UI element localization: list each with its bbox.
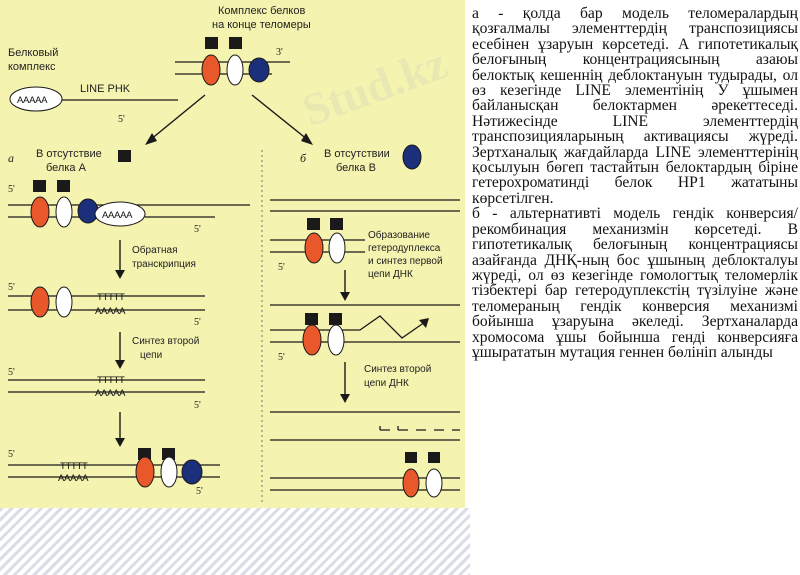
black-protein [428, 452, 440, 463]
aaaa-sequence: AAAAA [95, 306, 126, 317]
prime-label: 5' [8, 367, 15, 378]
prime-label: 5' [8, 449, 15, 460]
orange-protein [30, 196, 50, 228]
prime-label: 5' [196, 486, 203, 497]
black-protein [305, 313, 318, 325]
tttt-sequence: TTTTT [60, 461, 88, 472]
prime-label: 5' [8, 184, 15, 195]
aaaa-sequence: AAAAA [17, 95, 48, 106]
branch-arrow-b [251, 94, 309, 141]
arrowhead [419, 318, 429, 328]
white-protein [55, 196, 73, 228]
protein-complex-oval [94, 201, 146, 227]
black-protein [307, 218, 320, 230]
left-label-line1: Белковый [8, 47, 58, 59]
branch-a-title-line1: В отсутствие [36, 148, 102, 160]
black-protein [329, 313, 342, 325]
prime-label: 5' [194, 224, 201, 235]
white-protein [327, 324, 345, 356]
dna-second-line2: цепи ДНК [364, 378, 409, 389]
second-strand-line2: цепи [140, 350, 162, 361]
black-protein [138, 448, 151, 460]
black-protein [405, 452, 417, 463]
arrowhead [145, 133, 157, 145]
prime-label: 5' [278, 352, 285, 363]
top-label-line2: на конце теломеры [212, 19, 311, 31]
arrowhead [115, 360, 125, 369]
line-rna-label: LINE PHK [80, 83, 131, 95]
hetero-line2: гетеродуплекса [368, 243, 441, 254]
arrowhead [301, 133, 313, 145]
branch-arrow-a [149, 94, 206, 141]
paragraph-b: б - альтернативті модель гендік конверси… [472, 205, 798, 361]
dna-second-line1: Синтез второй [364, 364, 431, 375]
prime-label: 5' [118, 114, 125, 125]
white-protein [55, 286, 73, 318]
paragraph-a: а - қолда бар модель теломералардың қозғ… [472, 5, 798, 207]
tttt-sequence: TTTTT [97, 292, 125, 303]
white-protein [328, 232, 346, 264]
branch-a-title-line2: белка А [46, 162, 87, 174]
black-protein [33, 180, 46, 192]
top-label-line1: Комплекс белков [218, 5, 305, 17]
black-protein [57, 180, 70, 192]
navy-protein [248, 57, 270, 83]
telomere-model-figure: Комплекс белков на конце теломеры 3' Бел… [0, 0, 465, 510]
navy-protein [77, 198, 99, 224]
black-protein [118, 150, 131, 162]
black-protein [330, 218, 343, 230]
tttt-sequence: TTTTT [97, 375, 125, 386]
decorative-stripes [0, 508, 470, 575]
black-protein [229, 37, 242, 49]
branch-b-letter: б [300, 151, 307, 165]
branch-a-letter: a [8, 151, 14, 165]
protein-complex-oval [9, 86, 63, 112]
aaaa-sequence: AAAAA [95, 388, 126, 399]
white-protein [226, 54, 244, 86]
navy-protein [402, 144, 422, 170]
rt-label-line2: транскрипция [132, 259, 196, 270]
description-text-panel: а - қолда бар модель теломералардың қозғ… [472, 6, 798, 572]
orange-protein [30, 286, 50, 318]
prime-label: 3' [276, 47, 283, 58]
prime-label: 5' [278, 262, 285, 273]
aaaa-sequence: AAAAA [58, 473, 89, 484]
heteroduplex-strand [270, 315, 426, 339]
white-protein [160, 456, 178, 488]
prime-label: 5' [194, 317, 201, 328]
hetero-line1: Образование [368, 229, 430, 241]
branch-b-title-line2: белка В [336, 162, 376, 174]
arrowhead [340, 394, 350, 403]
prime-label: 5' [194, 400, 201, 411]
black-protein [205, 37, 218, 49]
hetero-line3: и синтез первой [368, 256, 443, 267]
black-protein [162, 448, 175, 460]
orange-protein [302, 324, 322, 356]
orange-protein [135, 456, 155, 488]
orange-protein [402, 468, 420, 498]
hetero-line4: цепи ДНК [368, 269, 413, 280]
rt-label-line1: Обратная [132, 244, 178, 256]
prime-label: 5' [8, 282, 15, 293]
navy-protein [181, 459, 203, 485]
aaaa-sequence: AAAAA [102, 210, 133, 221]
orange-protein [201, 54, 221, 86]
orange-protein [304, 232, 324, 264]
left-label-line2: комплекс [8, 61, 56, 73]
arrowhead [115, 438, 125, 447]
telomere-diagram: Комплекс белков на конце теломеры 3' Бел… [8, 5, 460, 505]
branch-b-title-line1: В отсутствии [324, 148, 390, 160]
second-strand-line1: Синтез второй [132, 336, 199, 347]
arrowhead [340, 292, 350, 301]
white-protein [425, 468, 443, 498]
arrowhead [115, 270, 125, 279]
